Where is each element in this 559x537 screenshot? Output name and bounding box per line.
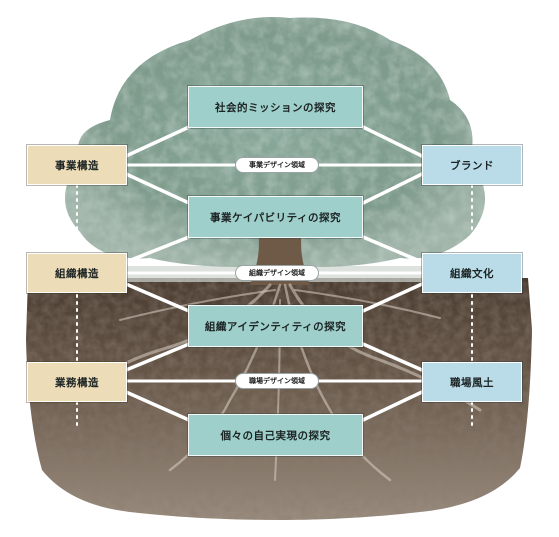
vertical-dotted-lines	[76, 184, 473, 426]
left-box-operations-structure: 業務構造	[27, 362, 127, 402]
left-box-business-structure: 事業構造	[27, 145, 127, 185]
center-box-business-capability: 事業ケイパビリティの探究	[188, 196, 363, 238]
center-box-self-actualization: 個々の自己実現の探究	[188, 414, 363, 456]
tree-canopy	[65, 16, 485, 267]
pill-organization-design-domain: 組織デザイン領域	[235, 265, 319, 281]
left-box-organization-structure: 組織構造	[27, 253, 127, 293]
right-box-brand: ブランド	[422, 145, 522, 185]
center-box-social-mission: 社会的ミッションの探究	[188, 86, 363, 128]
right-box-organization-culture: 組織文化	[422, 253, 522, 293]
pill-business-design-domain: 事業デザイン領域	[235, 157, 319, 173]
right-box-workplace-culture: 職場風土	[422, 362, 522, 402]
center-box-organization-identity: 組織アイデンティティの探究	[188, 305, 363, 347]
pill-workplace-design-domain: 職場デザイン領域	[235, 373, 319, 389]
